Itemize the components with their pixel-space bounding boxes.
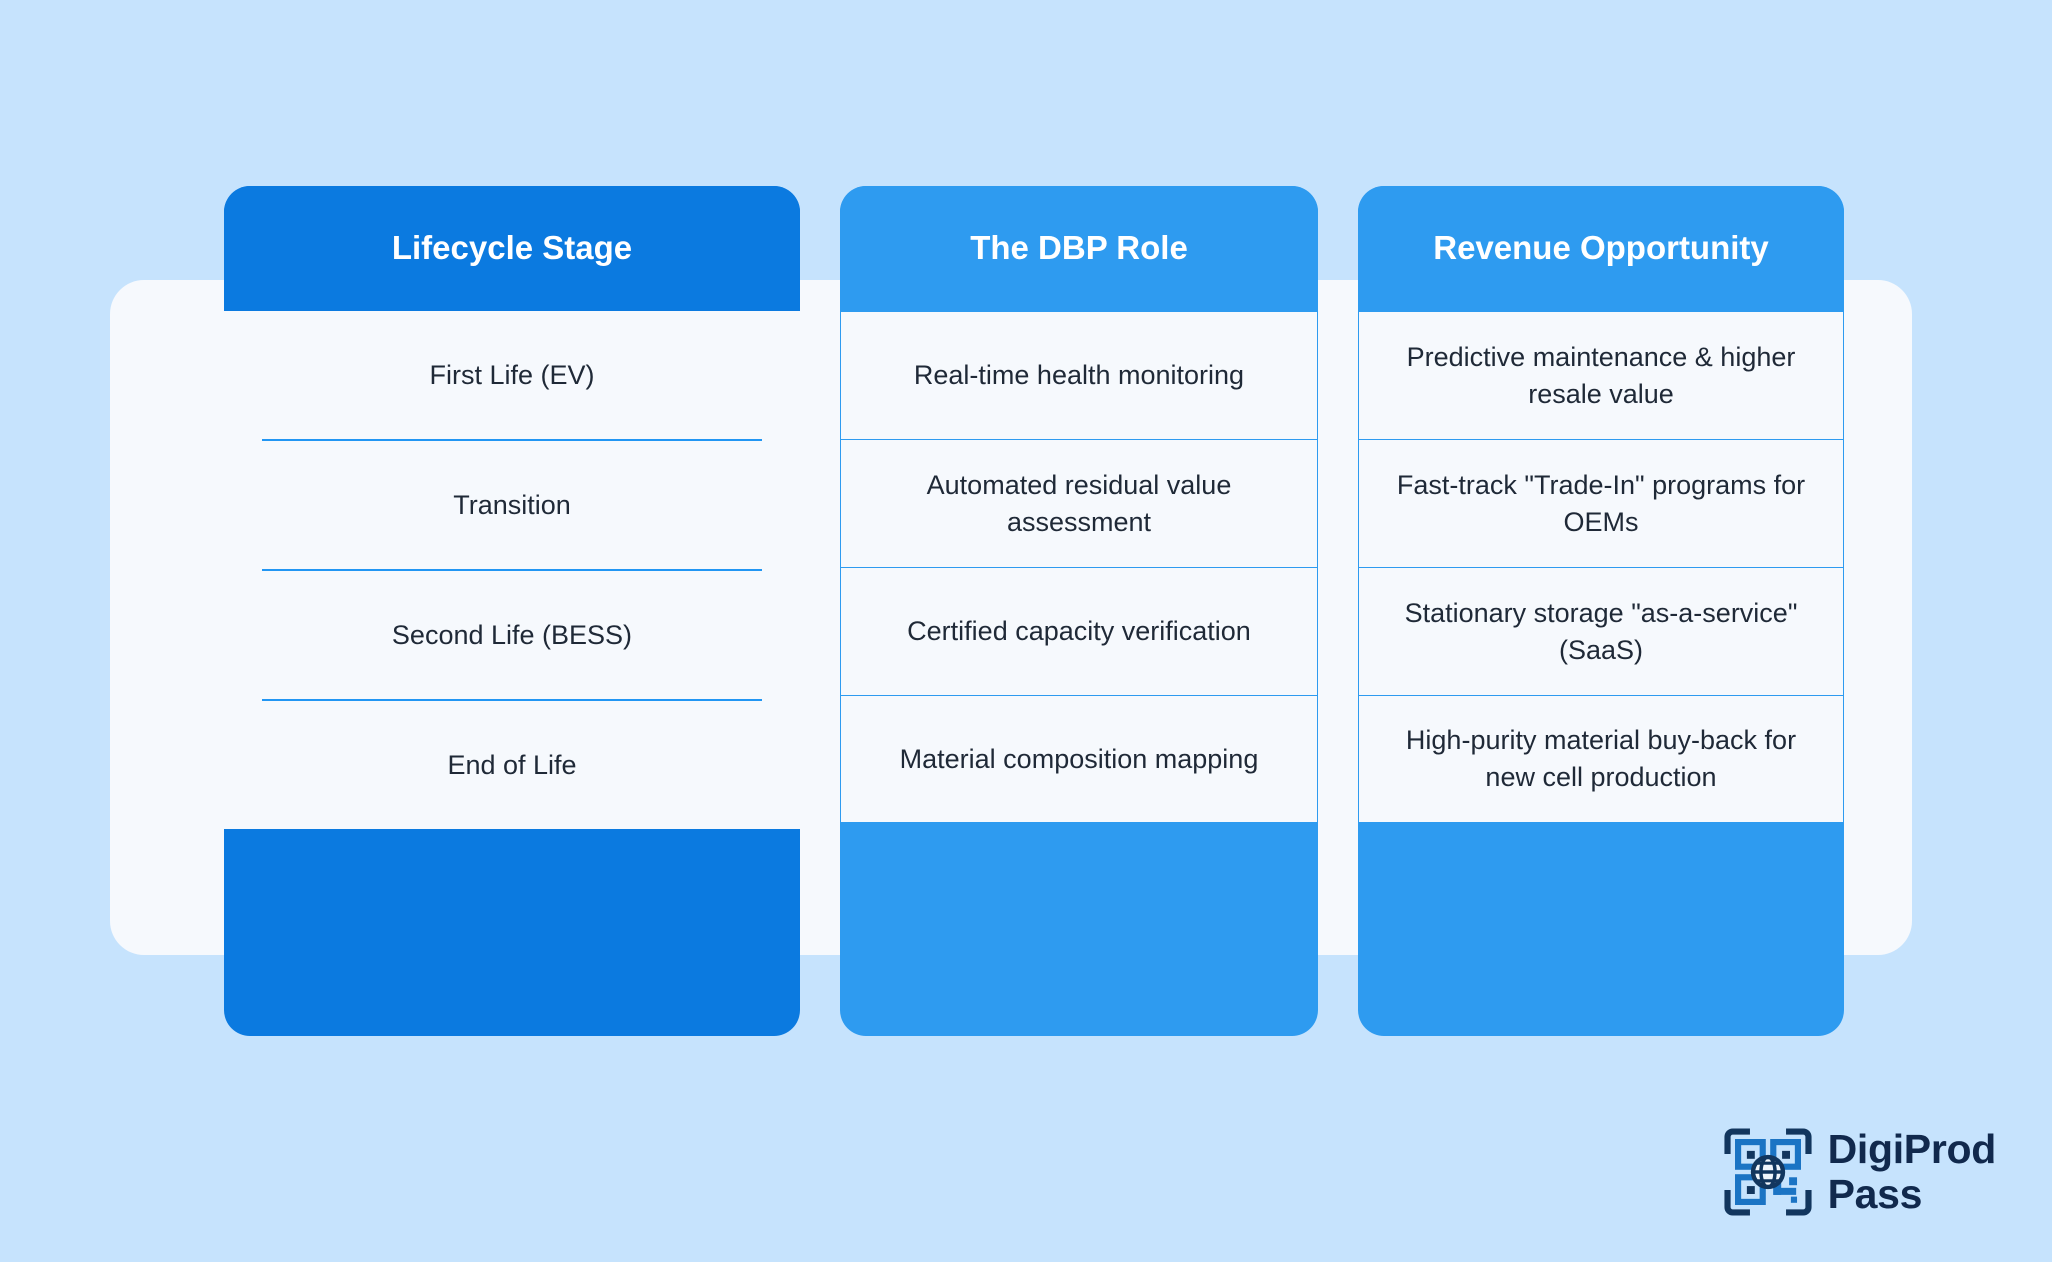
row-divider xyxy=(262,699,762,701)
column-body-lifecycle-stage: First Life (EV) Transition Second Life (… xyxy=(224,311,800,1036)
table-cell: First Life (EV) xyxy=(429,359,595,390)
table-cell: Fast-track "Trade-In" programs for OEMs xyxy=(1358,439,1844,567)
table-cell: High-purity material buy-back for new ce… xyxy=(1358,695,1844,823)
lifecycle-table: Lifecycle Stage First Life (EV) Transiti… xyxy=(0,186,2052,1036)
table-cell: Real-time health monitoring xyxy=(840,311,1318,439)
logo-line-2: Pass xyxy=(1827,1170,1923,1217)
qr-globe-icon xyxy=(1724,1128,1812,1216)
brand-logo: DigiProd Pass xyxy=(1724,1127,1996,1216)
table-column-dbp-role: The DBP Role Real-time health monitoring… xyxy=(840,186,1318,1036)
table-cell: Second Life (BESS) xyxy=(391,619,633,650)
column-spacer xyxy=(1358,823,1844,1036)
rows-dbp-role: Real-time health monitoring Automated re… xyxy=(840,311,1318,823)
table-cell: Certified capacity verification xyxy=(840,567,1318,695)
logo-line-1: DigiProd xyxy=(1827,1126,1997,1173)
column-body-revenue-opportunity: Predictive maintenance & higher resale v… xyxy=(1358,311,1844,1036)
column-header-dbp-role: The DBP Role xyxy=(840,186,1318,311)
column-header-revenue-opportunity: Revenue Opportunity xyxy=(1358,186,1844,311)
logo-wordmark: DigiProd Pass xyxy=(1827,1126,1997,1217)
row-divider xyxy=(262,569,762,571)
table-cell: Stationary storage "as-a-service" (SaaS) xyxy=(1358,567,1844,695)
table-column-revenue-opportunity: Revenue Opportunity Predictive maintenan… xyxy=(1358,186,1844,1036)
table-cell: End of Life xyxy=(447,749,577,780)
column-header-lifecycle-stage: Lifecycle Stage xyxy=(224,186,800,311)
table-column-lifecycle-stage: Lifecycle Stage First Life (EV) Transiti… xyxy=(224,186,800,1036)
table-cell: Predictive maintenance & higher resale v… xyxy=(1358,311,1844,439)
column-body-dbp-role: Real-time health monitoring Automated re… xyxy=(840,311,1318,1036)
table-cell: Automated residual value assessment xyxy=(840,439,1318,567)
table-cell: Transition xyxy=(453,489,571,520)
rows-lifecycle-stage: First Life (EV) Transition Second Life (… xyxy=(224,311,800,829)
rows-revenue-opportunity: Predictive maintenance & higher resale v… xyxy=(1358,311,1844,823)
row-divider xyxy=(262,439,762,441)
table-cell: Material composition mapping xyxy=(840,695,1318,823)
column-spacer xyxy=(224,829,800,1036)
column-spacer xyxy=(840,823,1318,1036)
